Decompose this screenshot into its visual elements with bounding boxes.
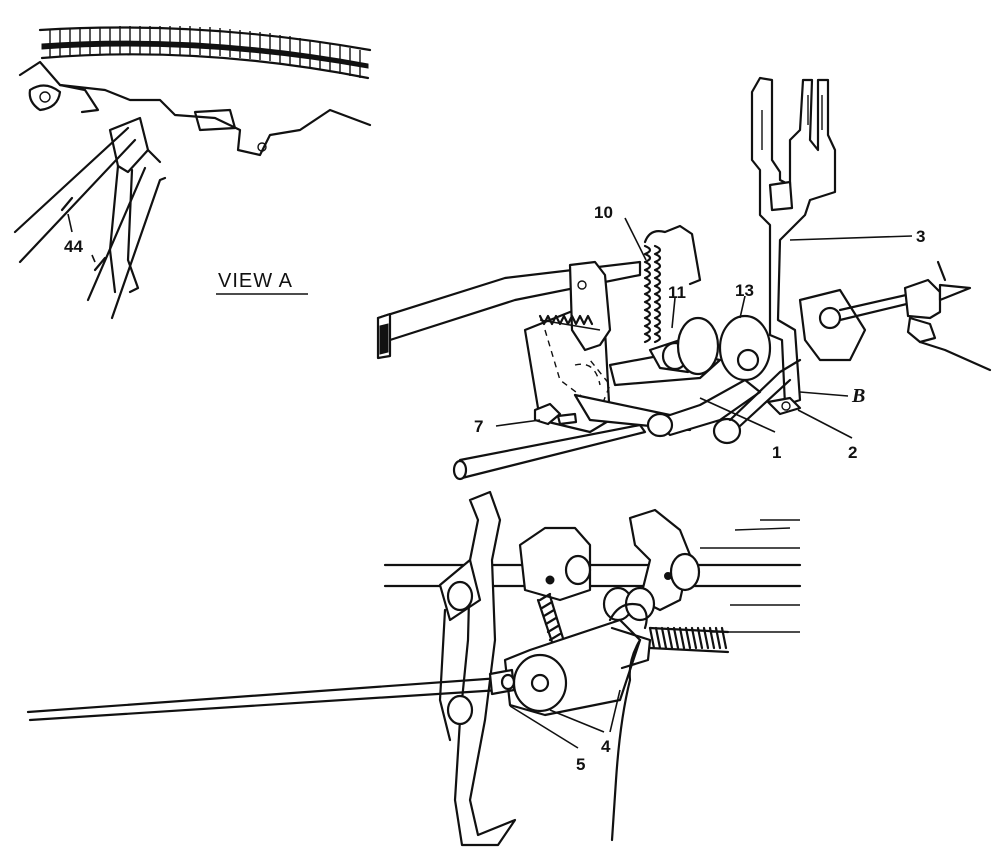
callout-1: 1 bbox=[772, 443, 781, 462]
upper-mechanism bbox=[376, 76, 992, 481]
callout-13: 13 bbox=[735, 281, 754, 300]
lower-mechanism bbox=[26, 490, 802, 847]
view-a-inset: 44 VIEW A bbox=[13, 26, 372, 320]
view-a-title: VIEW A bbox=[218, 270, 293, 292]
callout-10: 10 bbox=[594, 203, 613, 222]
callout-44: 44 bbox=[64, 237, 83, 256]
coil-spring-horizontal-lower bbox=[648, 626, 730, 654]
callout-5: 5 bbox=[576, 755, 585, 774]
callout-4: 4 bbox=[601, 737, 611, 756]
needle-comb bbox=[49, 26, 361, 78]
spring-10 bbox=[643, 224, 702, 344]
callout-3: 3 bbox=[916, 227, 925, 246]
coil-spring-horizontal bbox=[538, 314, 594, 326]
callout-7: 7 bbox=[474, 417, 483, 436]
callout-11: 11 bbox=[668, 283, 686, 302]
callout-2: 2 bbox=[848, 443, 857, 462]
callout-b: B bbox=[851, 385, 865, 407]
